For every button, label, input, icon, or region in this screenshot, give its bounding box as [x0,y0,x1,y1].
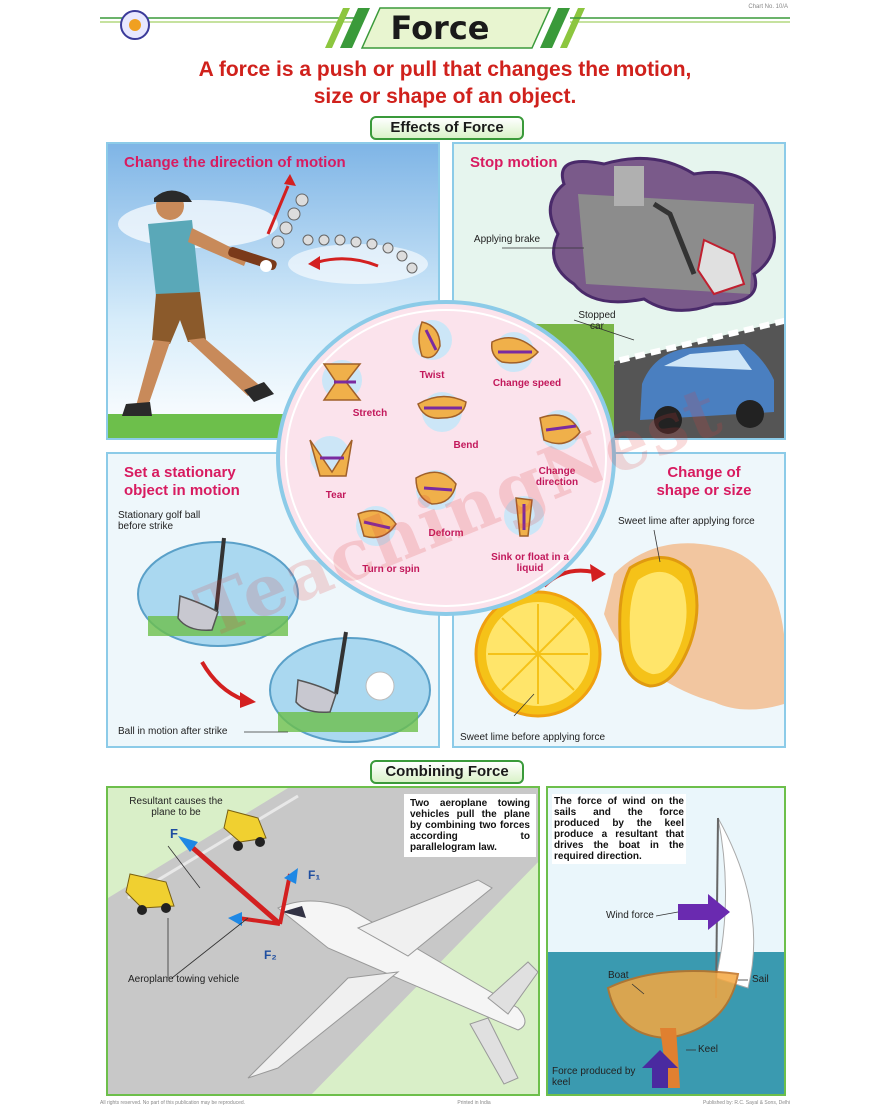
aeroplane-illustration [108,788,538,1094]
footer: All rights reserved. No part of this pub… [100,1100,790,1112]
chart-number: Chart No. 10/A [748,4,788,10]
keel-force-label: Force produced by keel [552,1066,636,1088]
panel-title-direction: Change the direction of motion [124,154,346,171]
definition-line-1: A force is a push or pull that changes t… [198,58,692,81]
panel-aeroplane: Resultant causes the plane to be F F₁ F₂… [106,786,540,1096]
boat-description: The force of wind on the sails and the f… [552,794,686,864]
golf-before-label: Stationary golf ball before strike [118,510,201,532]
lime-before-label: Sweet lime before applying force [460,732,606,743]
force-definition: A force is a push or pull that changes t… [110,56,780,110]
circle-item-turn-spin: Turn or spin [362,564,420,575]
applying-brake-label: Applying brake [473,234,541,245]
force-f2-label: F₂ [264,948,277,962]
definition-line-2: size or shape of an object. [313,85,577,108]
header-band [100,4,790,52]
footer-right: Published by: R.C. Sayal & Sons, Delhi [703,1100,790,1106]
aeroplane-description: Two aeroplane towing vehicles pull the p… [404,794,536,857]
lime-after-label: Sweet lime after applying force [618,516,755,527]
footer-mid: Printed in India [457,1100,491,1106]
wind-force-label: Wind force [606,910,654,921]
circle-item-change-speed: Change speed [492,378,562,389]
circle-item-deform: Deform [428,528,464,539]
golf-illustration [137,537,431,743]
effects-circle: Twist Change speed Stretch Bend Change d… [276,300,616,616]
circle-item-twist: Twist [419,370,445,381]
combining-force-label: Combining Force [370,760,524,784]
keel-label: Keel [698,1044,719,1055]
panel-title-stop: Stop motion [470,154,558,171]
circle-item-bend: Bend [453,440,479,451]
force-f1-label: F₁ [308,868,321,882]
circle-item-tear: Tear [325,490,347,501]
page-title: Force [390,9,490,47]
panel-title-stationary-2: object in motion [124,482,240,499]
towing-vehicle-label: Aeroplane towing vehicle [128,974,240,985]
golf-after-label: Ball in motion after strike [118,726,228,737]
effects-circle-graphic [276,300,616,616]
panel-title-shape-2: shape or size [656,482,752,499]
circle-item-change-direction: Change direction [535,466,579,488]
boat-label: Boat [608,970,629,981]
stopped-car-label: Stopped car [578,310,616,332]
panel-stop-motion: Stop motion Applying brake Stopped car [452,142,786,440]
force-f-label: F [170,826,178,841]
panel-boat: The force of wind on the sails and the f… [546,786,786,1096]
sail-label: Sail [752,974,769,985]
circle-item-sink-float: Sink or float in a liquid [491,552,569,574]
panel-title-stationary-1: Set a stationary [124,464,236,481]
circle-item-stretch: Stretch [352,408,388,419]
panel-title-shape-1: Change of [667,464,741,481]
lime-illustration [474,529,784,718]
publisher-logo-icon [120,10,150,40]
effects-of-force-label: Effects of Force [370,116,524,140]
footer-left: All rights reserved. No part of this pub… [100,1100,246,1106]
resultant-label: Resultant causes the plane to be [129,796,223,818]
boat-illustration [548,817,784,1094]
header-decoration [100,7,790,49]
